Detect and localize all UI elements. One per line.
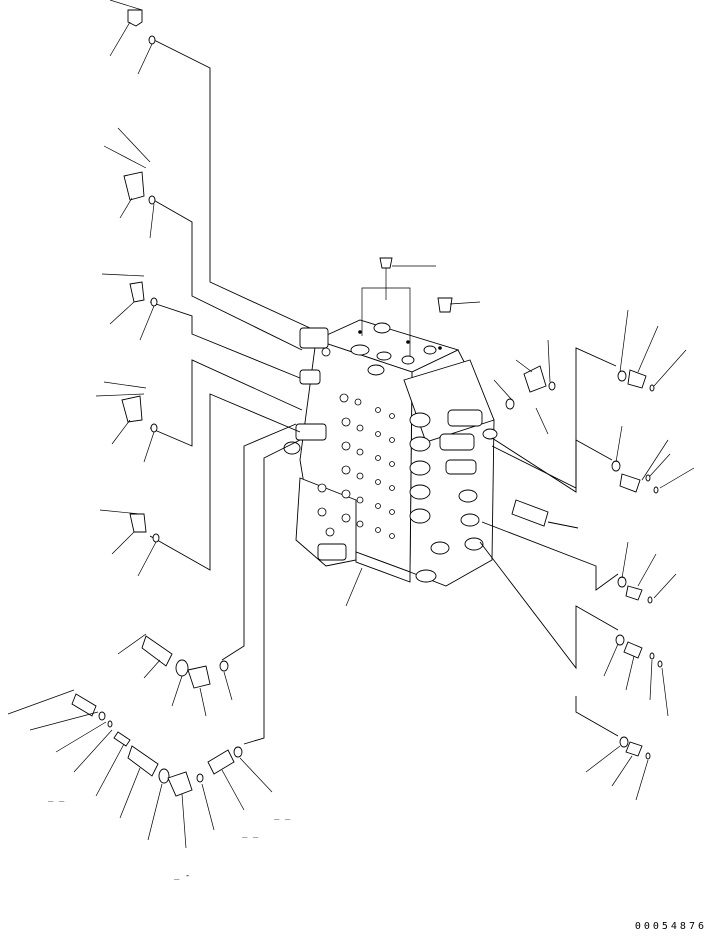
- left-side-fittings: [283, 327, 347, 561]
- elbow-fitting-group-4: [95, 381, 158, 463]
- right-fittings: [493, 309, 695, 801]
- leader-valve-base: [345, 567, 363, 607]
- mark-3: _ _: [274, 811, 291, 821]
- loose-parts-lower-left: [7, 633, 273, 849]
- mark-2: _ _: [242, 829, 259, 839]
- top-plate-fittings: [350, 322, 442, 376]
- control-valve-block: [283, 257, 498, 587]
- elbow-fitting-group-5: [99, 509, 160, 577]
- mark-1: _ _: [48, 793, 65, 803]
- hose-lines-right: [479, 347, 619, 737]
- drawing-number: 00054876: [634, 921, 707, 932]
- hose-lines-left: [149, 37, 311, 745]
- cap-plugs: [361, 257, 481, 356]
- mark-4: _ -: [174, 871, 190, 881]
- elbow-fitting-group-3: [101, 273, 158, 341]
- small-marks: _ _ _ _ _ _ _ -: [48, 793, 291, 881]
- elbow-fitting-group-2: [103, 127, 156, 239]
- port-grid-left: [317, 393, 395, 539]
- elbow-fitting-group-1: [109, 0, 156, 75]
- spool-caps-right: [409, 409, 498, 583]
